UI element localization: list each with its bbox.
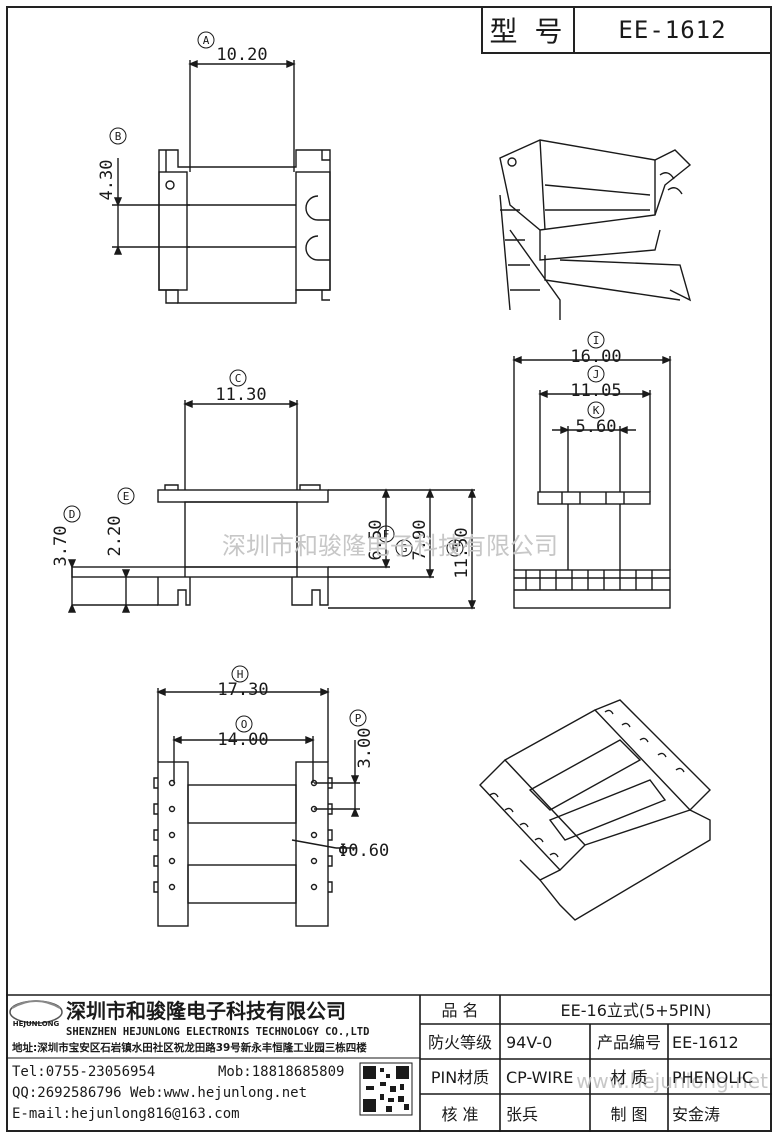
tb-pin-label: PIN材质 — [431, 1068, 489, 1087]
dimension-markers — [63, 31, 605, 733]
front-view — [512, 355, 672, 609]
tb-material-label: 材 质 — [610, 1068, 647, 1087]
dim-d-value: 3.70 — [51, 526, 71, 567]
dim-d-letter: D — [69, 508, 76, 521]
company-logo-icon — [9, 1000, 63, 1024]
dim-g-letter: G — [401, 542, 408, 555]
company-email: E-mail:hejunlong816@163.com — [12, 1106, 240, 1122]
dim-f-letter: F — [383, 528, 390, 541]
tb-fire-label: 防火等级 — [428, 1033, 492, 1052]
dim-b-letter: B — [115, 130, 122, 143]
dim-k-value: 5.60 — [576, 417, 617, 437]
watermark-bottom: www.hejunlong.net — [576, 1069, 768, 1093]
dim-h-bottom-letter: H — [237, 668, 244, 681]
dim-i-letter: I — [593, 334, 600, 347]
model-value: EE-1612 — [618, 16, 727, 44]
dim-g-value: 7.90 — [410, 520, 430, 561]
company-name-cn: 深圳市和骏隆电子科技有限公司 — [66, 999, 346, 1023]
model-number-box: 型 号 EE-1612 — [481, 6, 772, 54]
dim-j-letter: J — [593, 368, 600, 381]
dim-j-value: 11.05 — [570, 381, 621, 401]
drawing-frame — [6, 6, 772, 1132]
tb-name-value: EE-16立式(5+5PIN) — [561, 1001, 712, 1020]
dim-p-letter: P — [355, 712, 362, 725]
tb-name-label: 品 名 — [441, 1001, 478, 1020]
dim-c-value: 11.30 — [215, 385, 266, 405]
bottom-view — [153, 687, 360, 927]
company-tel: Tel:0755-23056954 — [12, 1064, 155, 1080]
iso-view-top — [499, 139, 692, 320]
company-address: 地址:深圳市宝安区石岩镇水田社区祝龙田路39号新永丰恒隆工业园三栋四楼 — [12, 1041, 367, 1054]
dim-p-value: 3.00 — [355, 728, 375, 769]
tb-drawn-label: 制 图 — [610, 1105, 647, 1124]
tb-material-value: PHENOLIC — [672, 1068, 753, 1087]
dim-e-value: 2.20 — [105, 516, 125, 557]
iso-view-bottom — [479, 699, 711, 921]
tb-code-value: EE-1612 — [672, 1033, 739, 1052]
dim-c-letter: C — [235, 372, 242, 385]
qr-code-icon — [359, 1062, 413, 1116]
dim-o-value: 14.00 — [217, 730, 268, 750]
dim-a-letter: A — [203, 34, 210, 47]
dim-f-value: 6.50 — [366, 520, 386, 561]
title-block-grid — [6, 994, 772, 1132]
tb-pin-value: CP-WIRE — [506, 1068, 573, 1087]
dim-k-letter: K — [593, 404, 600, 417]
dim-h-bottom-value: 17.30 — [217, 680, 268, 700]
tb-fire-value: 94V-0 — [506, 1033, 552, 1052]
company-qq-web: QQ:2692586796 Web:www.hejunlong.net — [12, 1085, 307, 1101]
tb-drawn-value: 安金涛 — [672, 1105, 720, 1124]
top-view — [112, 59, 331, 304]
company-mob: Mob:18818685809 — [218, 1064, 344, 1080]
dim-i-value: 16.00 — [570, 347, 621, 367]
watermark-center: 深圳市和骏隆电子科技有限公司 — [222, 532, 558, 560]
dim-h-side-value: 11.50 — [452, 527, 472, 578]
dim-b-value: 4.30 — [97, 160, 117, 201]
dim-h-side-letter: H — [452, 542, 459, 555]
dim-a-value: 10.20 — [216, 45, 267, 65]
company-name-en: SHENZHEN HEJUNLONG ELECTRONIS TECHNOLOGY… — [66, 1026, 369, 1038]
tb-code-label: 产品编号 — [597, 1033, 661, 1052]
pin-diameter-label: Φ0.60 — [338, 841, 389, 861]
tb-check-value: 张兵 — [506, 1105, 538, 1124]
logo-text: HEJUNLONG — [13, 1020, 60, 1028]
model-label: 型 号 — [483, 8, 575, 52]
tb-check-label: 核 准 — [441, 1105, 478, 1124]
dim-o-letter: O — [241, 718, 248, 731]
dim-e-letter: E — [123, 490, 130, 503]
side-view — [67, 399, 477, 613]
